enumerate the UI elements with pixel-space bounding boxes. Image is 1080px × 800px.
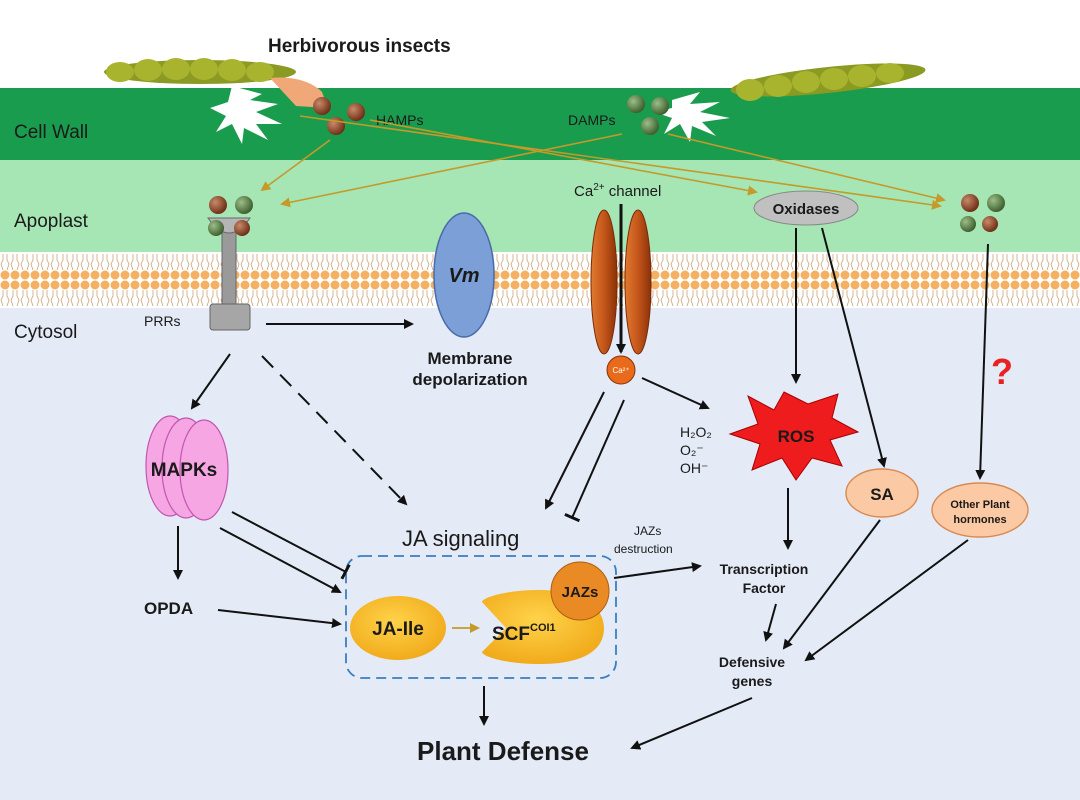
membrane-potential-vm-icon <box>433 212 495 338</box>
hamps-molecules <box>313 97 365 135</box>
plasma-membrane <box>0 252 1080 308</box>
mapks-label: MAPKs <box>151 460 218 481</box>
defensive-genes-label-line2: genes <box>732 673 773 689</box>
oxidases-label: Oxidases <box>773 201 840 218</box>
genes-to-defense-arrow <box>630 697 753 750</box>
ca-channel-suffix: channel <box>605 183 662 200</box>
apoplast-label: Apoplast <box>14 211 89 232</box>
other-hormone-molecules <box>960 194 1005 232</box>
apoplast-band <box>0 160 1080 252</box>
other-plant-hormones-icon <box>931 482 1029 538</box>
ca-channel-icon <box>590 209 652 355</box>
signaling-arrows <box>173 227 989 750</box>
herbivorous-insects-label: Herbivorous insects <box>268 36 451 57</box>
ca-to-ja-inhibit <box>564 399 625 523</box>
transcription-factor-label-line2: Factor <box>743 580 786 596</box>
cell-wall-label: Cell Wall <box>14 122 88 143</box>
jazs-to-transcription-arrow <box>613 562 702 579</box>
ja-signaling-label: JA signaling <box>402 526 519 551</box>
prr-receptor-icon <box>207 196 253 331</box>
ca-ion-icon <box>606 355 636 385</box>
mapks-inhibit-ja-complex <box>231 511 351 580</box>
ja-ile-label: JA-Ile <box>372 619 424 640</box>
insect-right-icon <box>730 63 926 101</box>
jazs-label: JAZs <box>562 584 599 601</box>
jazs-destruction-label-line1: JAZs <box>634 524 661 538</box>
insect-left-icon <box>104 58 328 108</box>
oxidases-to-sa-arrow <box>821 227 887 468</box>
damps-molecules <box>627 95 669 135</box>
cytosol-band <box>0 308 1080 800</box>
ca-ion-label: Ca²⁺ <box>612 366 629 375</box>
damps-label: DAMPs <box>568 112 615 128</box>
mapks-to-ja-complex-arrow <box>219 527 342 593</box>
hydroxyl-radical-label: OH⁻ <box>680 460 708 476</box>
prrs-label: PRRs <box>144 313 181 329</box>
transcription-factor-label-line1: Transcription <box>720 561 809 577</box>
vm-label: Vm <box>448 265 479 287</box>
scf-coi1-label: SCFCOI1 <box>492 622 556 645</box>
opda-label: OPDA <box>144 599 193 618</box>
sa-label: SA <box>870 485 894 504</box>
ja-signaling-complex-box <box>345 555 617 679</box>
scf-text: SCF <box>492 624 530 645</box>
ca-channel-label: Ca2+ channel <box>574 182 661 200</box>
ca-channel-superscript: 2+ <box>593 182 605 193</box>
unknown-pathway-question-mark: ? <box>991 351 1013 392</box>
jazs-repressor-icon <box>550 561 610 621</box>
coi1-superscript: COI1 <box>530 622 556 634</box>
hormones-to-genes-arrow <box>804 539 969 662</box>
jazs-destruction-label-line2: destruction <box>614 542 673 556</box>
prr-to-ja-signaling-dashed-arrow <box>261 355 408 506</box>
oxidases-enzyme-icon <box>753 190 859 226</box>
mapks-kinase-cascade-icon <box>145 415 229 521</box>
o2-radical-label: O₂⁻ <box>680 442 704 458</box>
sa-to-genes-arrow <box>782 519 881 650</box>
other-plant-hormones-label-line2: hormones <box>953 514 1006 526</box>
membrane-depolarization-label-line1: Membrane <box>427 349 512 368</box>
cell-wall-band <box>0 88 1080 160</box>
wound-right-icon <box>654 92 730 142</box>
ca-to-ja-arrow <box>545 391 605 510</box>
opda-to-ja-complex-arrow <box>217 609 342 629</box>
defensive-genes-label-line1: Defensive <box>719 654 785 670</box>
ros-label: ROS <box>778 427 815 446</box>
plant-defense-label: Plant Defense <box>417 736 589 766</box>
transcription-to-genes-arrow <box>763 603 777 642</box>
prr-to-mapks-arrow <box>190 353 231 410</box>
hormones-to-other-arrow <box>975 243 989 480</box>
ca-channel-prefix: Ca <box>574 183 594 200</box>
cytosol-label: Cytosol <box>14 322 77 343</box>
ros-burst-icon <box>728 391 860 481</box>
ja-ile-hormone-icon <box>350 596 446 660</box>
other-plant-hormones-label-line1: Other Plant <box>950 499 1010 511</box>
salicylic-acid-sa-icon <box>845 468 919 518</box>
ca-to-ros-arrow <box>641 377 710 410</box>
wound-left-icon <box>210 86 282 144</box>
membrane-depolarization-label-line2: depolarization <box>412 370 527 389</box>
elicitor-arrows <box>260 115 946 210</box>
h2o2-label: H₂O₂ <box>680 424 712 440</box>
